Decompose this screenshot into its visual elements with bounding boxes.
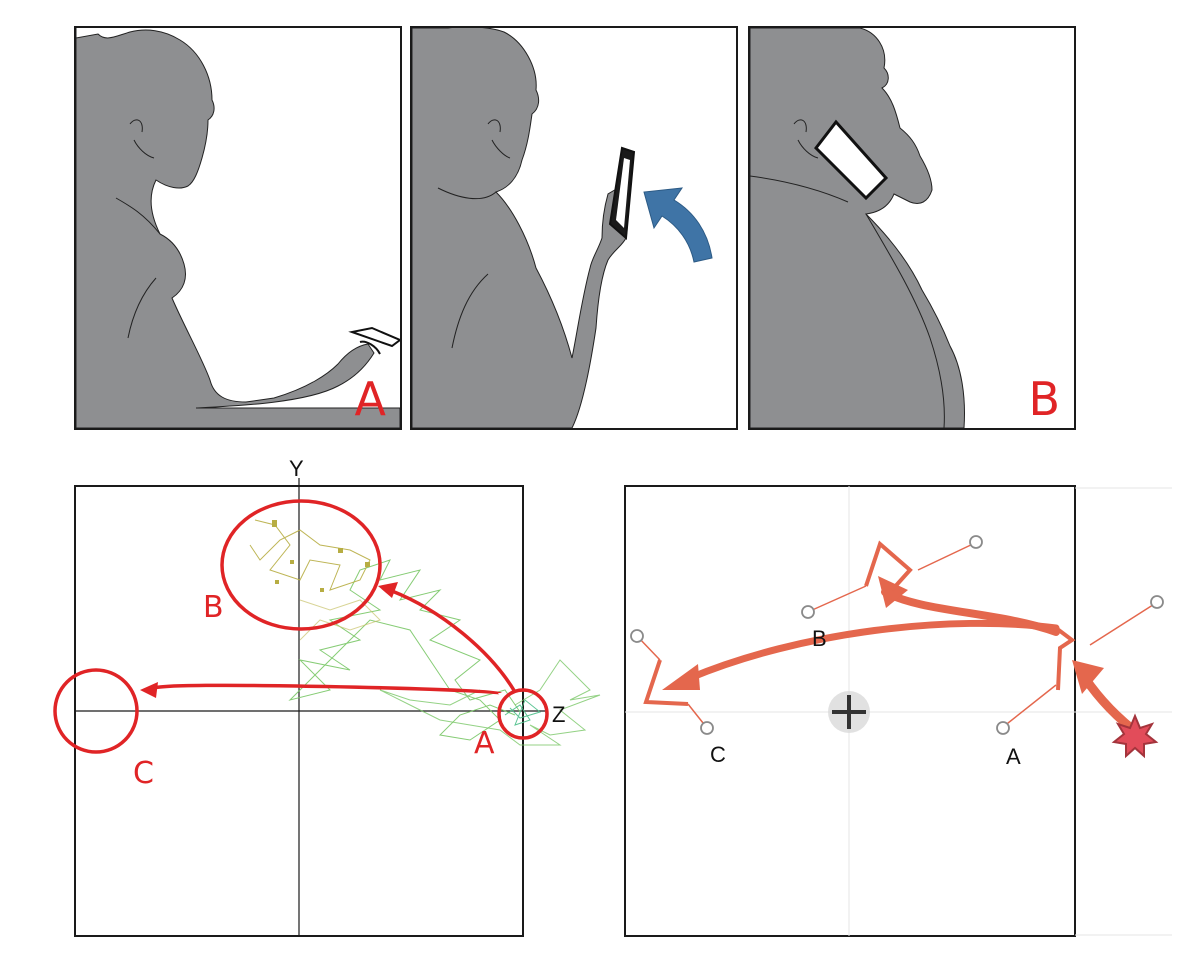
- gesture-arrow-middle-head: [878, 576, 908, 608]
- trajectory-plot: [53, 478, 601, 937]
- arrow-a-to-b: [391, 589, 517, 693]
- crosshair-icon: [828, 691, 870, 733]
- arrow-a-to-b-head: [378, 582, 398, 598]
- region-a-label: A: [474, 726, 495, 761]
- region-b-label: B: [203, 590, 224, 625]
- arrow-a-to-c-head: [140, 682, 158, 698]
- point-c-label: C: [710, 742, 726, 767]
- panel-a-letter: A: [354, 372, 386, 426]
- phone-panel-a: A: [74, 26, 402, 430]
- phone-icon: [814, 119, 889, 201]
- gesture-bracket-a: [1054, 626, 1076, 691]
- panel-b-letter: B: [1028, 372, 1060, 426]
- control-points: [630, 535, 1164, 735]
- curved-arrow-icon: [643, 187, 713, 263]
- gesture-arrow-start-head: [1072, 660, 1104, 694]
- green-trajectory-trail: [288, 559, 521, 741]
- phone-icon: [608, 146, 636, 241]
- person-silhouette-raise: [412, 28, 713, 428]
- gesture-connectors: [636, 542, 1157, 729]
- phone-panel-raise: [410, 26, 738, 430]
- region-c-circle: [53, 668, 139, 754]
- arrow-a-to-c: [150, 683, 502, 695]
- axis-y-label: Y: [289, 456, 304, 481]
- olive-trajectory-markers: [272, 520, 370, 592]
- olive-trajectory-trail: [299, 599, 381, 641]
- person-silhouette-low: [76, 28, 400, 428]
- phone-icon: [348, 326, 400, 355]
- phone-panel-b: B: [748, 26, 1076, 430]
- green-trajectory-trail: [379, 659, 601, 746]
- gesture-arrow-main-head: [662, 664, 700, 690]
- region-b-circle: [220, 499, 382, 631]
- axis-z-label: Z: [552, 702, 566, 727]
- green-trajectory-trail: [504, 699, 542, 726]
- region-a-circle: [497, 688, 549, 740]
- gesture-arrow-main: [686, 619, 1060, 682]
- gesture-bracket-b: [864, 540, 913, 592]
- gesture-canvas: [624, 485, 1172, 937]
- person-silhouette-ear: [750, 28, 965, 428]
- point-b-label: B: [812, 626, 827, 651]
- star-marker-icon: [1111, 713, 1159, 759]
- gesture-canvas-frame: [624, 485, 1076, 937]
- gesture-bracket-c: [643, 659, 689, 706]
- point-a-label: A: [1006, 744, 1021, 769]
- olive-trajectory-trail: [249, 519, 371, 591]
- region-c-label: C: [133, 756, 154, 791]
